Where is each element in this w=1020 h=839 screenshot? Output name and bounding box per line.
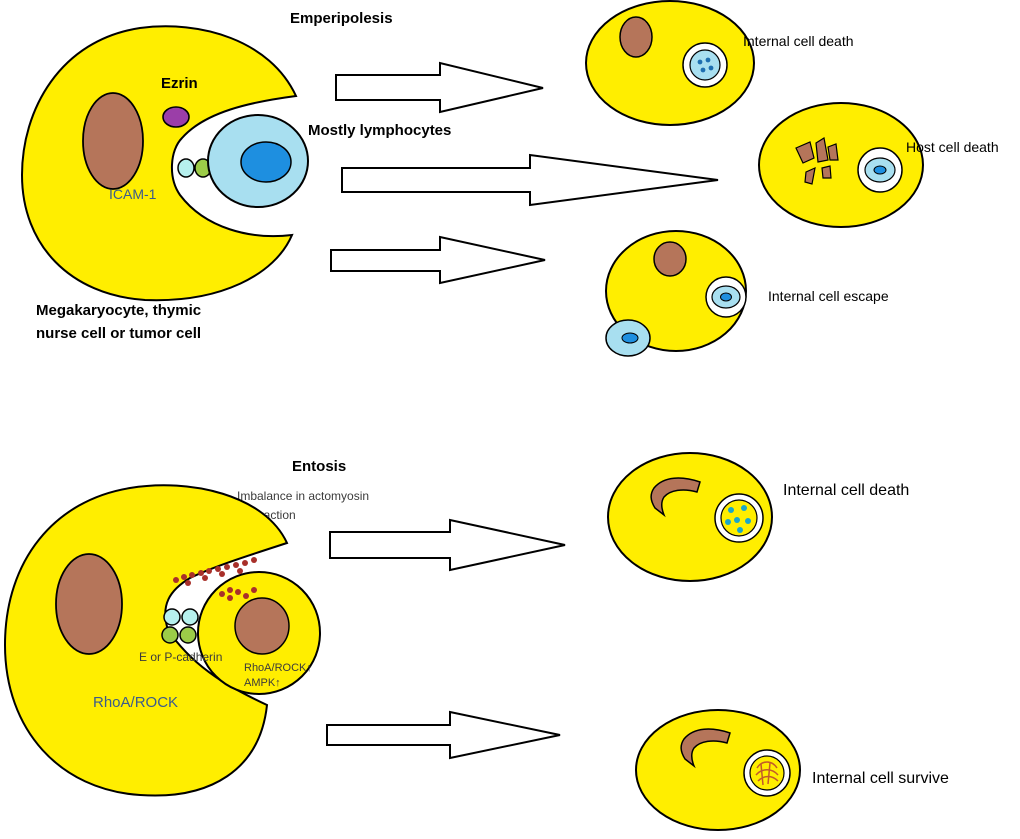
outcome-label-1: Internal cell death — [743, 33, 854, 49]
arrow-ent-2 — [327, 712, 560, 758]
host-nucleus — [83, 93, 143, 189]
entosis-outcome-label-1: Internal cell death — [783, 482, 909, 499]
host-nucleus — [56, 554, 122, 654]
escaped-nucleus — [622, 333, 638, 343]
lymphocyte-nucleus — [241, 142, 291, 182]
internal-rhoa-label: RhoA/ROCK↑ — [244, 662, 312, 674]
entosis-host-rhoa-label: RhoA/ROCK — [93, 694, 178, 711]
icam-adhesion-1 — [178, 159, 194, 177]
arrow-ent-1 — [330, 520, 565, 570]
cadherin-green-2 — [180, 627, 196, 643]
arrow-emp-2 — [342, 155, 718, 205]
outcome-label-2: Host cell death — [906, 139, 999, 155]
internal-nucleus — [874, 166, 886, 174]
host-nucleus — [654, 242, 686, 276]
host-nucleus — [620, 17, 652, 57]
arrow-emp-3 — [331, 237, 545, 283]
host-label-line2: nurse cell or tumor cell — [36, 325, 201, 342]
ezrin-label: Ezrin — [161, 75, 198, 92]
outcome-label-3: Internal cell escape — [768, 288, 889, 304]
emperipolesis-title: Emperipolesis — [290, 10, 393, 27]
fragment — [709, 66, 714, 71]
entosis-title: Entosis — [292, 458, 346, 475]
entosis-outcome-label-2: Internal cell survive — [812, 770, 949, 787]
outcome-internal-death-cell — [586, 1, 754, 125]
internal-cell-nucleus — [235, 598, 289, 654]
cadherin-cyan-2 — [182, 609, 198, 625]
mostly-lymphocytes-label: Mostly lymphocytes — [308, 122, 451, 139]
surviving-internal-cell — [750, 756, 784, 790]
dying-internal-cell — [690, 50, 720, 80]
arrow-emp-1 — [336, 63, 543, 112]
fragment — [698, 60, 703, 65]
cadherin-green-1 — [162, 627, 178, 643]
internal-nucleus — [721, 293, 732, 301]
fragment — [706, 58, 711, 63]
cadherin-label: E or P-cadherin — [139, 650, 222, 664]
internal-ampk-label: AMPK↑ — [244, 677, 281, 689]
cadherin-cyan-1 — [164, 609, 180, 625]
fragment — [701, 68, 706, 73]
icam-label: ICAM-1 — [109, 186, 157, 202]
host-label-line1: Megakaryocyte, thymic — [36, 302, 201, 319]
entosis-note-line1: Imbalance in actomyosin — [237, 489, 369, 503]
ezrin-protein — [163, 107, 189, 127]
